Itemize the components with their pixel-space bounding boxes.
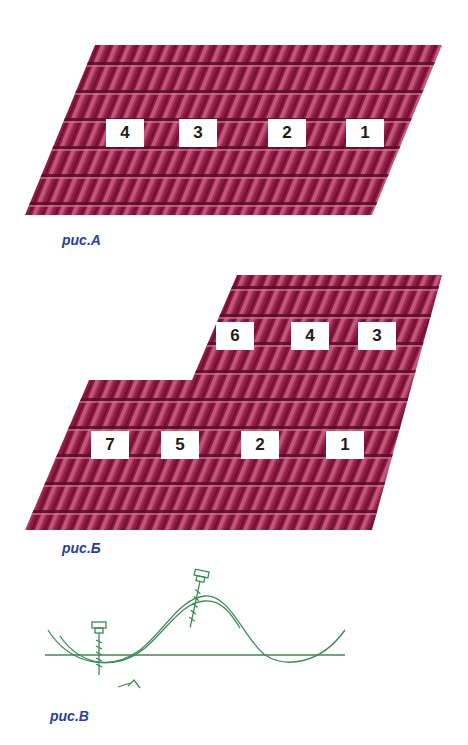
numbered-patch: 3 — [358, 322, 396, 350]
numbered-patch: 1 — [326, 431, 364, 459]
numbered-patch: 5 — [161, 431, 199, 459]
sheet-number: 2 — [282, 123, 291, 143]
sheet-number: 2 — [255, 435, 264, 455]
sheet-number: 3 — [193, 123, 202, 143]
numbered-patch: 3 — [179, 119, 217, 147]
figure-caption: рис.Б — [62, 540, 101, 556]
numbered-patch: 6 — [216, 322, 254, 350]
numbered-patch: 4 — [291, 322, 329, 350]
sheet-number: 4 — [120, 123, 129, 143]
fastening-profile — [45, 569, 345, 688]
numbered-patch: 1 — [346, 119, 384, 147]
figure-caption: рис.А — [62, 232, 101, 248]
sheet-number: 1 — [360, 123, 369, 143]
roof-sheet-b — [25, 275, 442, 530]
sheet-number: 4 — [305, 326, 314, 346]
sheet-number: 5 — [175, 435, 184, 455]
sheet-number: 1 — [340, 435, 349, 455]
sheet-number: 6 — [230, 326, 239, 346]
numbered-patch: 4 — [106, 119, 144, 147]
sheet-number: 3 — [372, 326, 381, 346]
numbered-patch: 2 — [241, 431, 279, 459]
roof-sheet-a — [25, 45, 442, 215]
sheet-number: 7 — [105, 435, 114, 455]
figure-caption: рис.В — [50, 708, 89, 724]
numbered-patch: 7 — [91, 431, 129, 459]
numbered-patch: 2 — [268, 119, 306, 147]
